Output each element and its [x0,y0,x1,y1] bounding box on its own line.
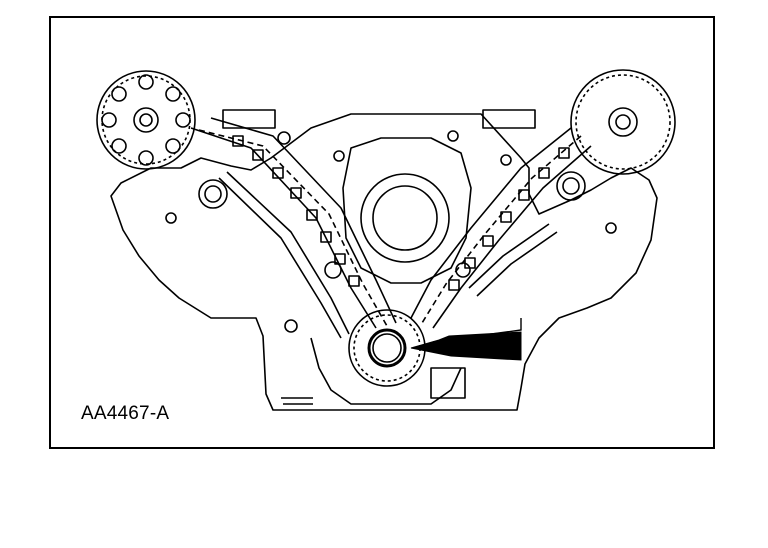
bolt-boss [605,222,617,234]
figure-frame: AA4467-A [49,16,715,449]
bolt-boss [333,150,345,162]
engine-timing-diagram [96,69,676,411]
figure-label: AA4467-A [81,403,170,424]
front-cover-bore [342,137,472,284]
bolt-boss [455,262,471,278]
bolt-boss [277,131,291,145]
engine-block-outline [110,113,658,411]
bolt-boss [198,179,228,209]
oil-pump-outline [310,337,462,405]
lower-bracket [430,367,466,399]
left-timing-chain [190,117,397,329]
bolt-boss [324,261,342,279]
right-camshaft-sprocket [570,69,676,175]
bolt-boss [500,154,512,166]
right-chain-rollers [448,147,570,291]
right-chain-guide [468,223,550,289]
right-head-pad [482,109,536,129]
left-camshaft-sprocket [96,70,196,170]
right-timing-chain [410,127,592,329]
bolt-boss [556,171,586,201]
arrow-icon [410,331,522,361]
left-head-pad [222,109,276,129]
bolt-boss [165,212,177,224]
left-chain-guide [218,177,342,339]
bolt-boss [284,319,298,333]
left-chain-rollers [232,135,360,287]
bolt-boss [447,130,459,142]
